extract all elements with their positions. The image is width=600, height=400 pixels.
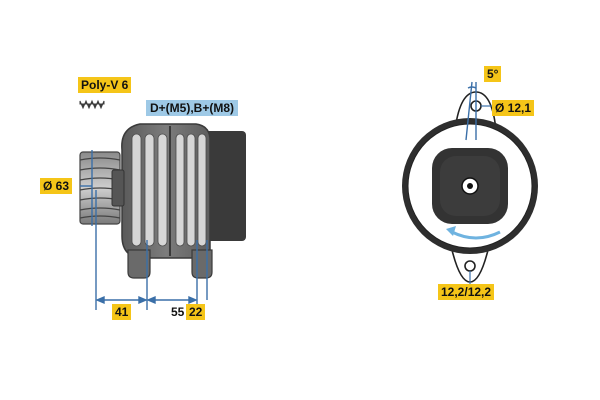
pulley xyxy=(79,151,125,225)
rear-housing xyxy=(200,131,246,241)
mounting-hole-bottom xyxy=(464,260,476,272)
terminals-label: D+(M5),B+(M8) xyxy=(146,100,239,116)
dim-rear-label: 22 xyxy=(186,304,206,320)
cooling-slots-front xyxy=(131,133,168,247)
pulley-diameter-label: Ø 63 xyxy=(40,178,73,194)
belt-type-label: Poly-V 6 xyxy=(78,77,132,93)
mount-dims-label: 12,2/12,2 xyxy=(438,284,495,300)
cooling-slots-rear xyxy=(175,133,207,247)
dim-front-label: 41 xyxy=(112,304,132,320)
dim-mid-label: 55 xyxy=(171,305,185,319)
dimension-lines xyxy=(80,150,208,310)
angle-indicator xyxy=(465,81,477,141)
poly-v-belt-icon xyxy=(79,99,105,110)
hole-diameter-label: Ø 12,1 xyxy=(492,100,535,116)
rotation-arrow-icon xyxy=(446,226,501,240)
alternator-front-view xyxy=(402,81,538,284)
alternator-side-view xyxy=(79,99,246,310)
angle-label: 5° xyxy=(484,66,502,82)
